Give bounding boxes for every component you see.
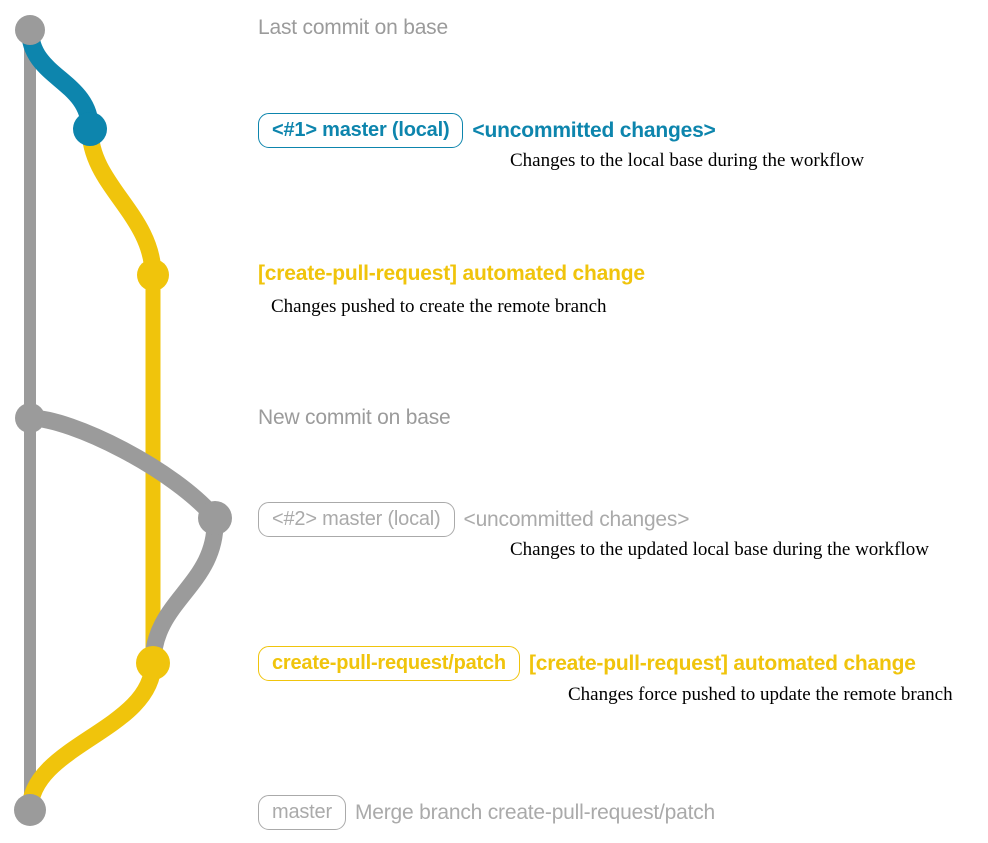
commit-node-local-2[interactable] [198, 501, 232, 535]
commit-node-automated-change-2[interactable] [136, 646, 170, 680]
commit-message-local-2: <uncommitted changes> [463, 507, 690, 531]
branch-badge-master-local-2[interactable]: <#2> master (local) [258, 502, 455, 537]
row-automated-change-1: [create-pull-request] automated change [258, 262, 645, 286]
row-merge: master Merge branch create-pull-request/… [258, 795, 715, 830]
row-local-1: <#1> master (local) <uncommitted changes… [258, 113, 716, 148]
branch-badge-create-pull-request-patch[interactable]: create-pull-request/patch [258, 646, 520, 681]
commit-node-local-1[interactable] [73, 112, 107, 146]
commit-message-automated-change-1: [create-pull-request] automated change [258, 262, 645, 285]
commit-node-automated-change-1[interactable] [137, 259, 169, 291]
caption-automated-change-1: Changes pushed to create the remote bran… [271, 296, 607, 317]
row-automated-change-2: create-pull-request/patch [create-pull-r… [258, 646, 916, 681]
branch-badge-master[interactable]: master [258, 795, 346, 830]
branch-line-local-2-out [21, 409, 224, 527]
caption-local-1: Changes to the local base during the wor… [510, 150, 865, 171]
commit-message-automated-change-2: [create-pull-request] automated change [528, 651, 916, 675]
branch-line-patch-upper [81, 120, 162, 284]
commit-message-new-commit-on-base: New commit on base [258, 406, 451, 429]
commit-message-local-1: <uncommitted changes> [472, 118, 716, 142]
branch-line-local-2-in [144, 509, 224, 672]
branch-badge-master-local-1[interactable]: <#1> master (local) [258, 113, 464, 148]
row-new-commit: New commit on base [258, 406, 451, 430]
caption-local-2: Changes to the updated local base during… [510, 539, 929, 560]
row-last-commit: Last commit on base [258, 16, 448, 40]
commit-message-last-commit-on-base: Last commit on base [258, 16, 448, 39]
commit-node-new-commit-on-base[interactable] [15, 403, 45, 433]
row-local-2: <#2> master (local) <uncommitted changes… [258, 502, 689, 537]
commit-message-merge: Merge branch create-pull-request/patch [354, 800, 716, 824]
commit-node-merge[interactable] [14, 794, 46, 826]
branch-line-local-1 [21, 21, 99, 138]
branch-line-patch-merge [21, 654, 162, 819]
commit-node-last-commit-on-base[interactable] [15, 15, 45, 45]
caption-automated-change-2: Changes force pushed to update the remot… [568, 684, 953, 705]
